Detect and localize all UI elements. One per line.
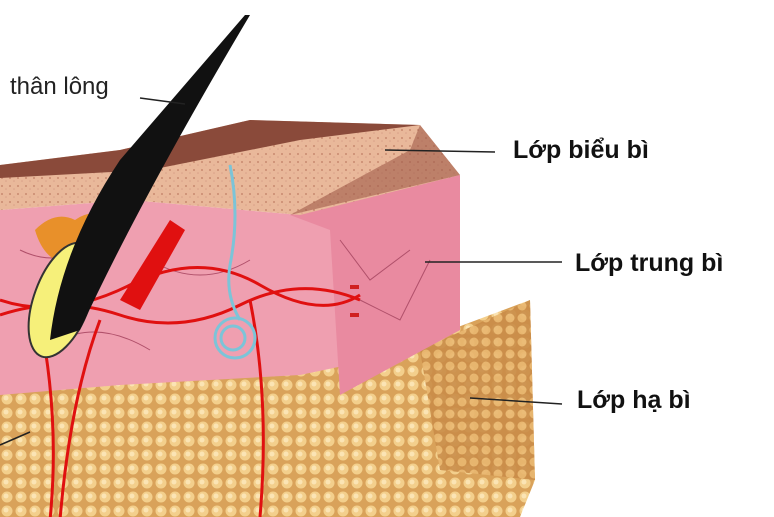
label-epidermis: Lớp biểu bì [513,136,649,164]
leader-lines [0,97,563,446]
label-hair-shaft: thân lông [10,73,109,100]
nerve-fiber [213,164,257,360]
hair-follicle [27,15,250,359]
erector-muscle [120,220,185,310]
label-hypodermis: Lớp hạ bì [577,386,691,414]
label-dermis: Lớp trung bì [575,249,724,277]
